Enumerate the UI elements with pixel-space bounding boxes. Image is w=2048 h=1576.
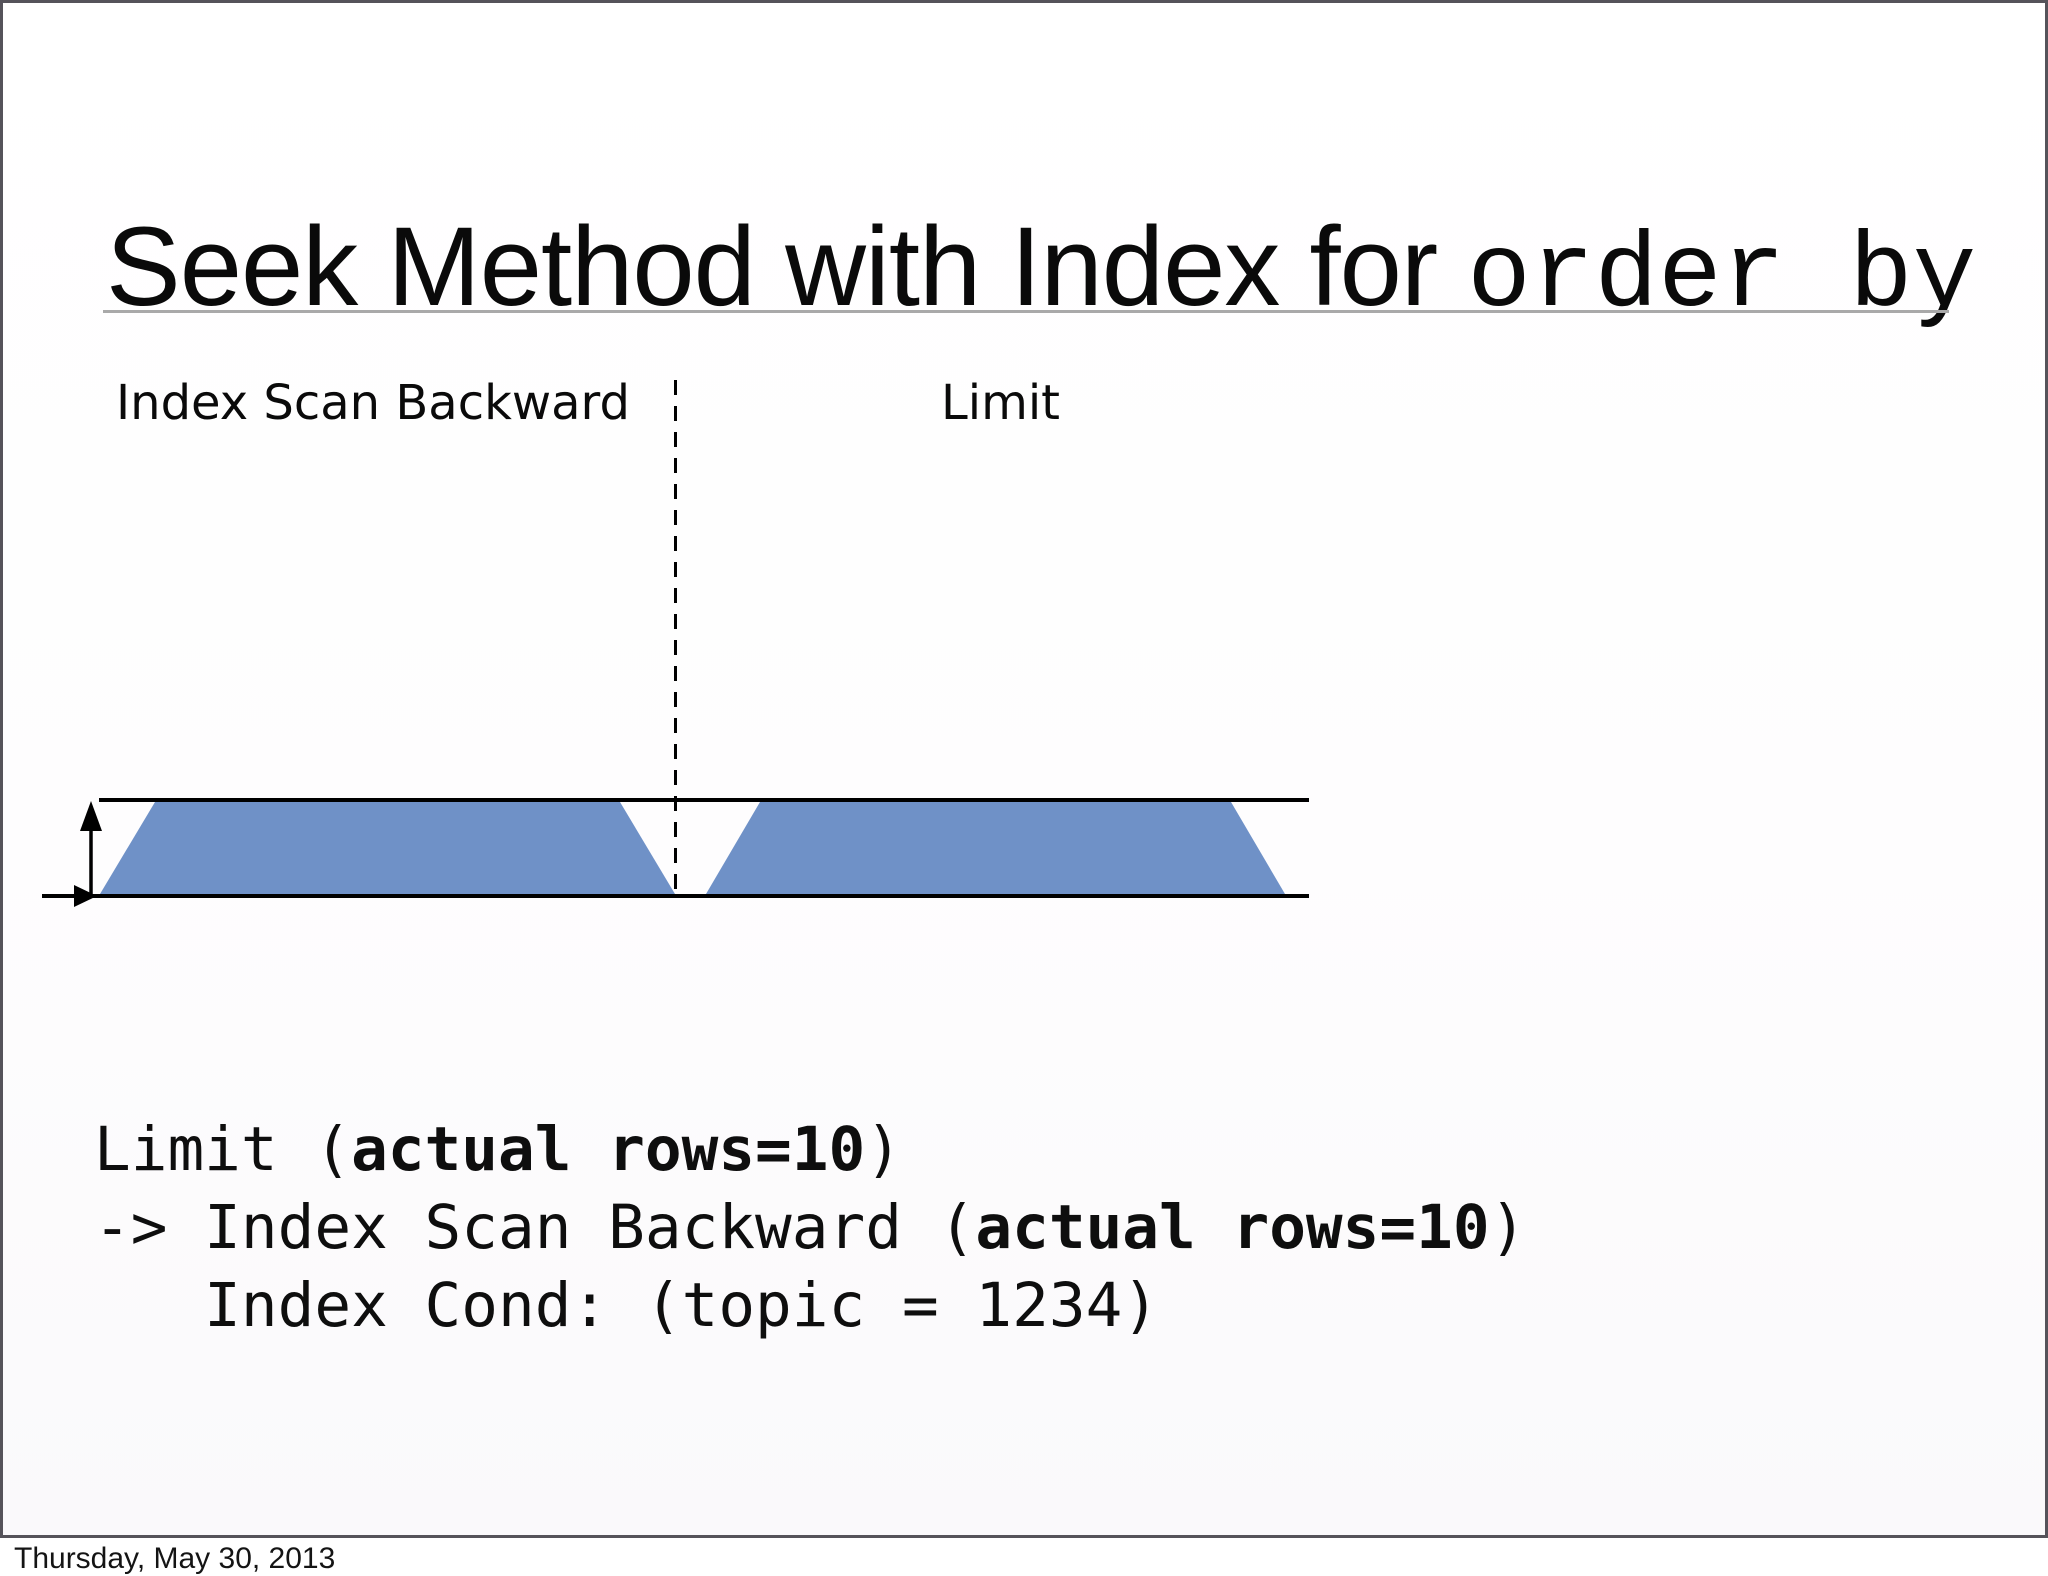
index-scan-diagram <box>42 380 1309 907</box>
page-title-regular-text: Seek Method with Index for <box>106 204 1468 330</box>
height-arrow-up-head-icon <box>80 801 102 831</box>
code-text: ) <box>1489 1192 1527 1263</box>
label-limit: Limit <box>941 375 1060 431</box>
title-divider-rule <box>103 310 1949 313</box>
direction-arrow-right-head-icon <box>74 885 97 907</box>
left-scan-trapezoid <box>100 802 675 894</box>
code-text: ) <box>865 1114 902 1185</box>
code-line-index-scan: -> Index Scan Backward (actual rows=10) <box>94 1189 1526 1267</box>
page-title-code-fragment: order by <box>1467 217 1977 338</box>
footer-date: Thursday, May 30, 2013 <box>14 1542 336 1575</box>
code-text-bold: actual rows=10 <box>975 1192 1490 1263</box>
code-text: -> Index Scan Backward ( <box>94 1192 976 1263</box>
code-text: Index Cond: (topic = 1234) <box>94 1270 1160 1341</box>
code-line-index-cond: Index Cond: (topic = 1234) <box>94 1267 1526 1345</box>
code-line-limit: Limit (actual rows=10) <box>94 1111 1526 1189</box>
code-text: Limit ( <box>94 1114 352 1185</box>
label-index-scan-backward: Index Scan Backward <box>116 375 630 431</box>
explain-output-code-block: Limit (actual rows=10) -> Index Scan Bac… <box>94 1111 1526 1345</box>
code-text-bold: actual rows=10 <box>351 1114 866 1185</box>
right-scan-trapezoid <box>706 802 1285 894</box>
page-title: Seek Method with Index for order by <box>106 211 1976 331</box>
slide-frame: Seek Method with Index for order by Inde… <box>0 0 2048 1538</box>
